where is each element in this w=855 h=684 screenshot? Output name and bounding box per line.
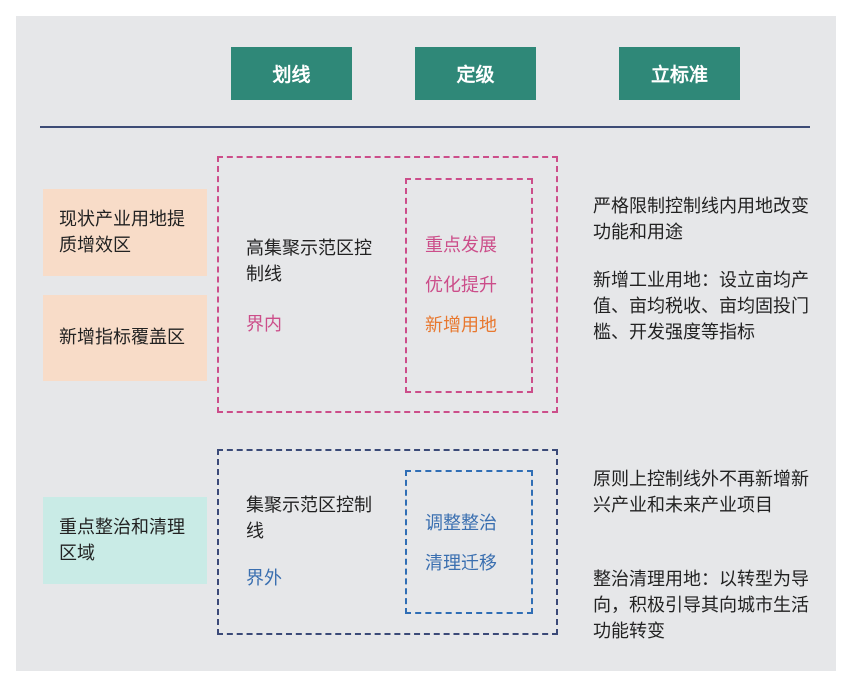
action-clear-relocate: 清理迁移 (425, 553, 497, 574)
standard-inner-new-land: 新增工业用地：设立亩均产值、亩均税收、亩均固投门槛、开发强度等指标 (593, 270, 809, 343)
label-new-quota-zone: 新增指标覆盖区 (43, 295, 207, 381)
inner-zone-boundary: 界内 (246, 314, 282, 335)
inner-zone-box (217, 156, 558, 413)
outer-zone-box (217, 449, 558, 635)
standard-outer-no-new: 原则上控制线外不再新增新兴产业和未来产业项目 (593, 469, 809, 516)
label-existing-upgrade-zone: 现状产业用地提质增效区 (43, 189, 207, 276)
label-rectification-zone: 重点整治和清理区域 (43, 497, 207, 584)
outer-actions-box (405, 470, 533, 614)
action-adjust-rectify: 调整整治 (425, 513, 497, 534)
standard-outer-rectify: 整治清理用地：以转型为导向，积极引导其向城市生活功能转变 (593, 569, 809, 642)
header-standard: 立标准 (619, 47, 740, 100)
outer-zone-title: 集聚示范区控制线 (246, 495, 372, 542)
action-optimize-upgrade: 优化提升 (425, 275, 497, 296)
action-focus-develop: 重点发展 (425, 235, 497, 256)
action-new-land: 新增用地 (425, 315, 497, 336)
standard-inner-restrict: 严格限制控制线内用地改变功能和用途 (593, 196, 809, 243)
inner-zone-title: 高集聚示范区控制线 (246, 238, 372, 285)
header-grade: 定级 (415, 47, 536, 100)
header-demarcate: 划线 (231, 47, 352, 100)
header-divider (40, 126, 810, 128)
inner-actions-box (405, 178, 533, 393)
outer-zone-boundary: 界外 (246, 568, 282, 589)
